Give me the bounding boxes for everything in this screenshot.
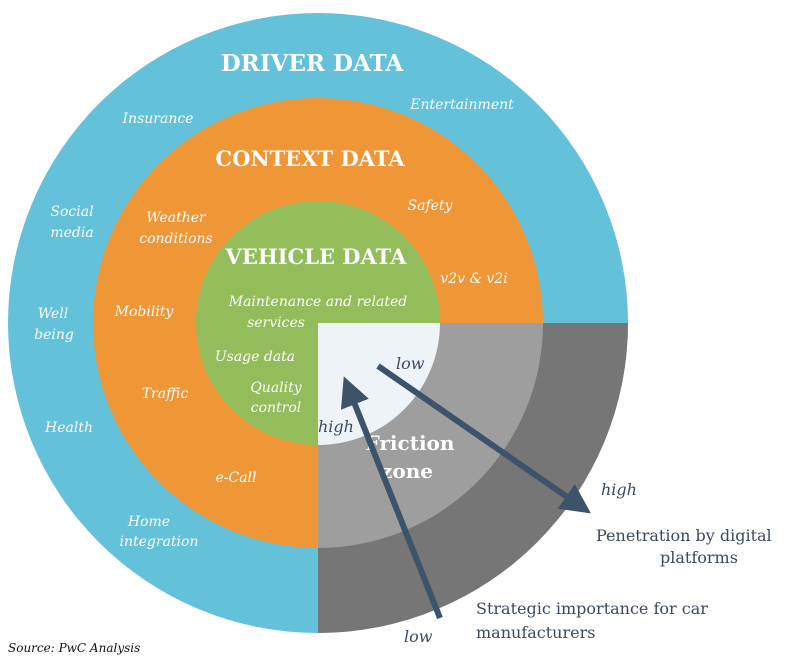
friction-zone-label-line1: Friction <box>366 431 455 455</box>
driver-item-social-line1: Social <box>50 204 93 220</box>
driver-data-title: DRIVER DATA <box>221 50 405 77</box>
context-item-traffic: Traffic <box>142 386 189 402</box>
driver-item-health: Health <box>44 420 93 436</box>
strategic-low-label: low <box>404 627 433 646</box>
penetration-title-line2: platforms <box>660 548 738 567</box>
driver-item-well-line1: Well <box>38 306 69 322</box>
context-item-safety: Safety <box>408 198 454 214</box>
strategic-high-label: high <box>318 417 354 436</box>
driver-item-entertainment: Entertainment <box>409 97 514 113</box>
vehicle-item-quality-line1: Quality <box>250 380 302 396</box>
source-note: Source: PwC Analysis <box>8 641 140 655</box>
strategic-title-line2: manufacturers <box>476 623 595 642</box>
penetration-low-label: low <box>396 354 425 373</box>
context-item-weather-line1: Weather <box>146 210 207 226</box>
context-item-mobility: Mobility <box>114 304 175 320</box>
context-data-title: CONTEXT DATA <box>215 146 405 171</box>
penetration-arrow <box>376 363 591 514</box>
strategic-importance-arrow <box>340 376 443 620</box>
vehicle-data-title: VEHICLE DATA <box>225 244 408 269</box>
penetration-title-line1: Penetration by digital <box>596 526 772 545</box>
driver-item-social-line2: media <box>50 225 93 241</box>
vehicle-item-maintenance-line2: services <box>247 315 305 331</box>
context-item-weather-line2: conditions <box>139 231 212 247</box>
driver-item-home-line2: integration <box>120 534 199 550</box>
vehicle-item-usage: Usage data <box>215 349 295 365</box>
vehicle-item-maintenance-line1: Maintenance and related <box>228 294 408 310</box>
context-item-ecall: e-Call <box>215 470 256 486</box>
strategic-title-line1: Strategic importance for car <box>476 599 708 618</box>
friction-zone-label-line2: zone <box>381 459 433 483</box>
driver-item-insurance: Insurance <box>122 111 194 127</box>
context-item-v2v: v2v & v2i <box>440 271 507 287</box>
vehicle-item-quality-line2: control <box>251 400 302 416</box>
driver-item-well-line2: being <box>34 327 74 343</box>
friction-zone-inner-segment <box>318 323 440 445</box>
driver-item-home-line1: Home <box>127 514 170 530</box>
penetration-high-label: high <box>601 480 637 499</box>
